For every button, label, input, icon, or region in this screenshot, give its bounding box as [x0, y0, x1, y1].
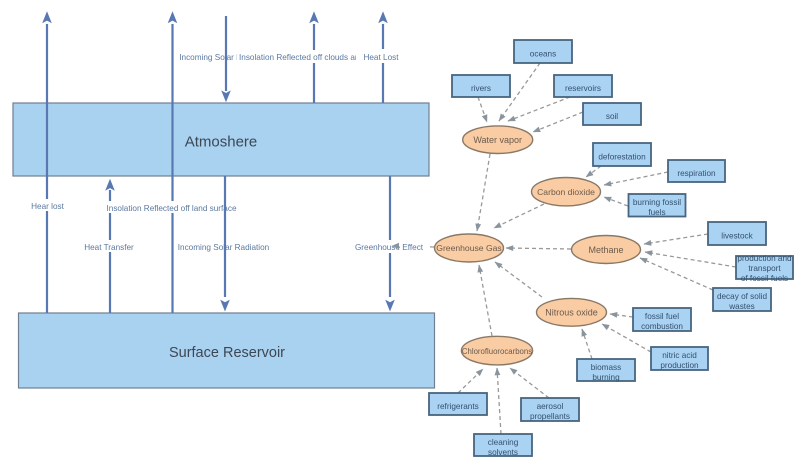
- svg-text:oceans: oceans: [530, 50, 556, 59]
- svg-text:burning fossil: burning fossil: [633, 198, 681, 207]
- svg-text:cleaning: cleaning: [488, 438, 519, 447]
- svg-text:Chlorofluorocarbons: Chlorofluorocarbons: [462, 347, 532, 356]
- svg-text:of fossil fuels: of fossil fuels: [741, 274, 788, 283]
- svg-text:livestock: livestock: [721, 232, 753, 241]
- svg-text:propellants: propellants: [530, 412, 570, 421]
- svg-text:Carbon dioxide: Carbon dioxide: [537, 187, 595, 197]
- svg-text:production and: production and: [737, 254, 792, 263]
- svg-text:burning: burning: [592, 373, 620, 382]
- svg-text:Atmoshere: Atmoshere: [185, 134, 258, 151]
- svg-text:decay of solid: decay of solid: [717, 292, 768, 301]
- svg-text:deforestation: deforestation: [598, 153, 646, 162]
- svg-text:transport: transport: [748, 264, 781, 273]
- svg-text:biomass: biomass: [591, 363, 622, 372]
- svg-text:Nitrous oxide: Nitrous oxide: [545, 308, 598, 318]
- svg-text:respiration: respiration: [677, 169, 716, 178]
- svg-text:Greenhouse Gas: Greenhouse Gas: [436, 243, 501, 253]
- svg-text:Methane: Methane: [588, 245, 623, 255]
- svg-text:solvents: solvents: [488, 448, 518, 457]
- svg-text:reservoirs: reservoirs: [565, 84, 601, 93]
- svg-text:Water vapor: Water vapor: [473, 135, 522, 145]
- svg-text:combustion: combustion: [641, 322, 683, 331]
- svg-text:soil: soil: [606, 112, 618, 121]
- svg-text:wastes: wastes: [728, 302, 754, 311]
- svg-text:Hear lost: Hear lost: [31, 202, 64, 211]
- svg-text:Insolation Reflected off land: Insolation Reflected off land surface: [106, 204, 236, 213]
- svg-text:nitric acid: nitric acid: [662, 351, 697, 360]
- svg-text:production: production: [660, 361, 699, 370]
- svg-text:Heat Transfer: Heat Transfer: [84, 243, 134, 252]
- svg-text:fuels: fuels: [648, 208, 665, 217]
- svg-text:Greenhouse Effect: Greenhouse Effect: [355, 243, 424, 252]
- svg-text:rivers: rivers: [471, 84, 491, 93]
- svg-text:Incoming Solar Radiation: Incoming Solar Radiation: [178, 243, 270, 252]
- svg-text:Insolation Reflected off cloud: Insolation Reflected off clouds and: [239, 53, 364, 62]
- svg-text:fossil fuel: fossil fuel: [645, 312, 679, 321]
- svg-text:refrigerants: refrigerants: [437, 402, 478, 411]
- svg-text:Surface Reservoir: Surface Reservoir: [169, 345, 285, 361]
- svg-text:Heat Lost: Heat Lost: [363, 53, 399, 62]
- svg-text:aerosol: aerosol: [537, 402, 564, 411]
